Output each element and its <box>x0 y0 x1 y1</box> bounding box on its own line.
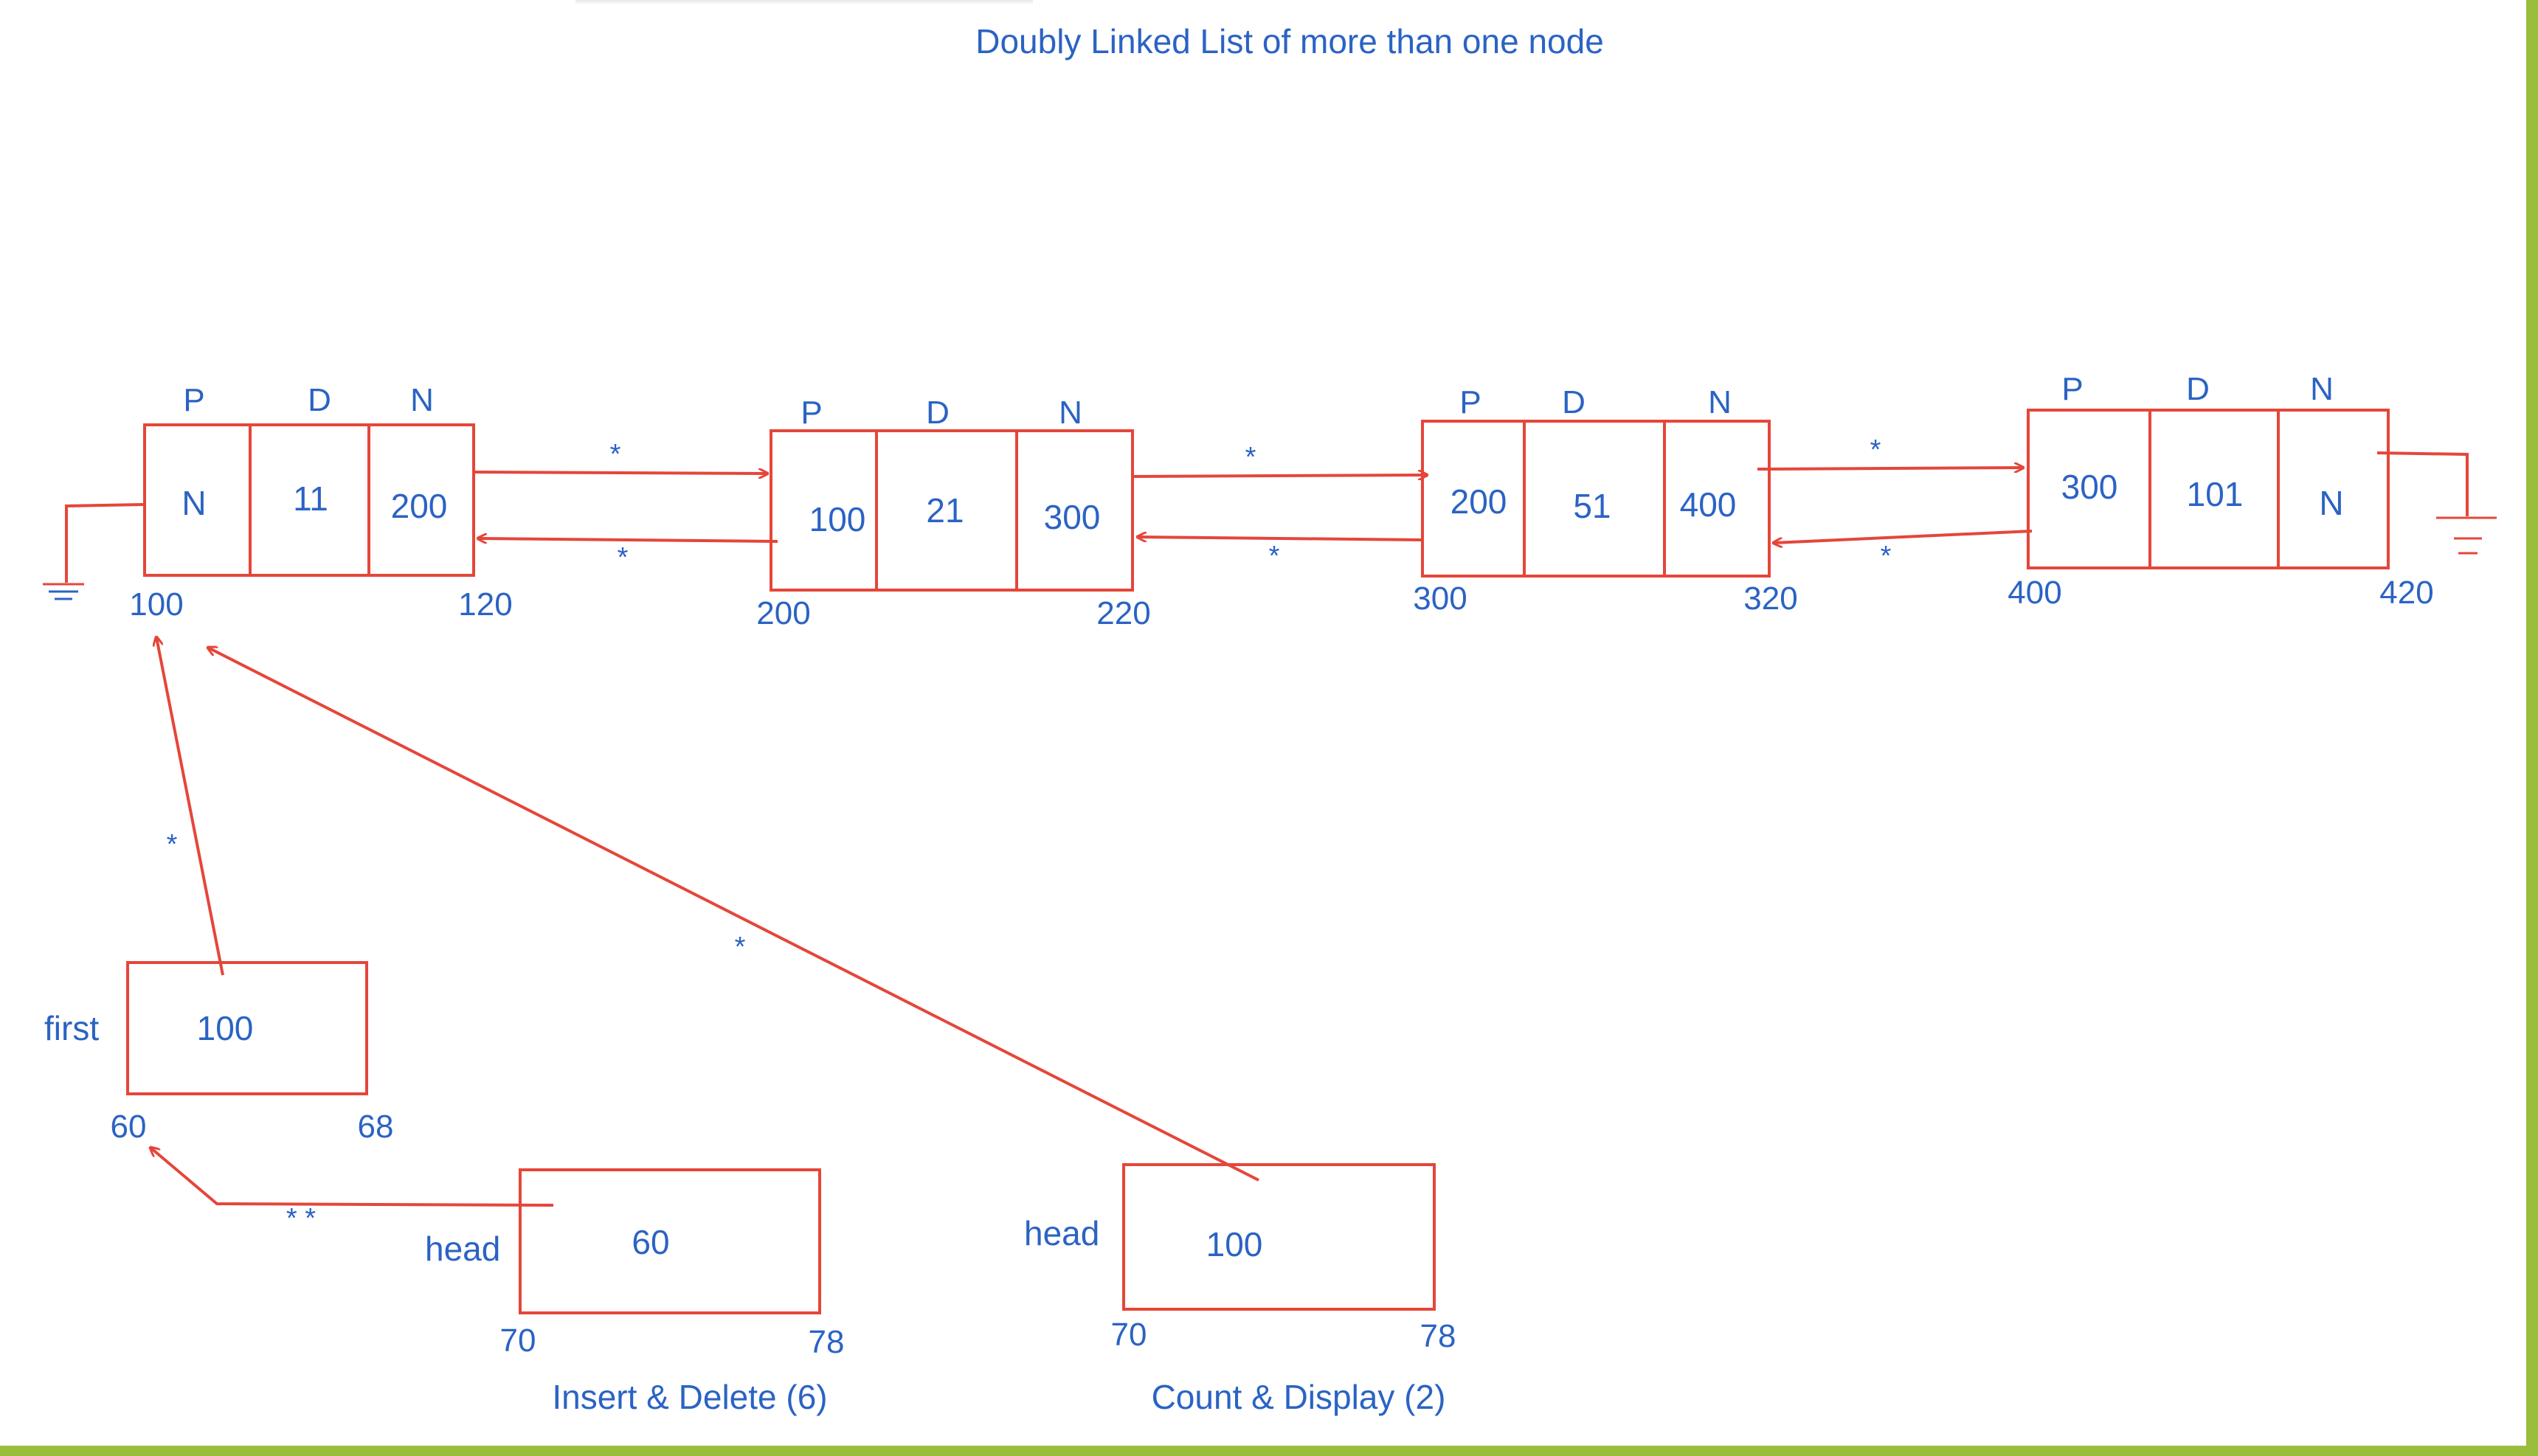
node-3-next: 400 <box>1680 485 1737 524</box>
node-2-header-data: D <box>926 395 950 431</box>
node-1-box <box>143 423 475 577</box>
node-1-data: 11 <box>293 479 328 518</box>
node-4-addr-end: 420 <box>2379 575 2433 611</box>
insert-head-label: head <box>425 1230 500 1268</box>
insert-head-to-first-mark: * * <box>286 1203 316 1234</box>
forward-link-1-2-mark: * <box>610 439 621 470</box>
node-2-addr-end: 220 <box>1096 595 1150 631</box>
count-head-to-node-1-arrow <box>208 648 1259 1182</box>
first-addr-end: 68 <box>358 1109 394 1145</box>
node-2-next: 300 <box>1044 498 1101 536</box>
node-2-prev: 100 <box>809 500 866 538</box>
count-head-label: head <box>1024 1214 1099 1252</box>
insert-head-caption: Insert & Delete (6) <box>552 1378 827 1416</box>
first-addr-start: 60 <box>111 1109 147 1145</box>
node-4-next: N <box>2319 484 2343 522</box>
node-4-header-data: D <box>2186 371 2210 407</box>
node-4-box <box>2027 409 2390 569</box>
insert-head-to-first-arrow <box>151 1148 554 1207</box>
node-2-header-next: N <box>1059 395 1082 431</box>
node-2-box <box>770 429 1134 592</box>
node-3-addr-end: 320 <box>1743 580 1797 617</box>
node-2-header-prev: P <box>801 395 822 431</box>
count-head-addr-end: 78 <box>1420 1318 1456 1354</box>
node-1-addr-start: 100 <box>129 586 183 623</box>
count-display-head: head 100 70 78 Count & Display (2) <box>1024 1163 1456 1416</box>
first-label: first <box>44 1009 99 1047</box>
count-head-addr-start: 70 <box>1111 1317 1147 1353</box>
ground-left-icon <box>43 503 145 600</box>
top-shadow <box>575 0 1033 4</box>
node-1-next: 200 <box>391 487 448 525</box>
node-4-header-next: N <box>2310 371 2334 407</box>
forward-link-2-3 <box>1131 475 1427 476</box>
backward-link-4-3-mark: * <box>1881 541 1892 572</box>
frame-border-right <box>2526 0 2538 1456</box>
node-4: P D N 300 101 N 400 420 <box>2008 371 2433 611</box>
forward-link-3-4-mark: * <box>1870 434 1881 465</box>
node-1-header-prev: P <box>183 382 204 418</box>
forward-link-2-3-mark: * <box>1245 442 1256 473</box>
insert-head-value: 60 <box>632 1223 669 1261</box>
node-3-header-next: N <box>1708 384 1732 420</box>
first-pointer: first 100 60 68 <box>44 961 394 1145</box>
count-head-value: 100 <box>1206 1225 1263 1263</box>
first-to-node-1-mark: * <box>167 829 178 860</box>
count-head-caption: Count & Display (2) <box>1152 1378 1446 1416</box>
first-value: 100 <box>197 1009 254 1047</box>
node-2: P D N 100 21 300 200 220 <box>756 395 1150 631</box>
insert-head-addr-start: 70 <box>500 1322 536 1359</box>
backward-link-2-1-mark: * <box>618 542 629 573</box>
node-3-header-data: D <box>1562 384 1586 420</box>
node-1: P D N N 11 200 100 120 <box>129 382 512 623</box>
count-head-box <box>1122 1163 1436 1311</box>
count-head-to-node-1-mark: * <box>735 932 746 963</box>
node-1-header-data: D <box>308 382 331 418</box>
node-4-prev: 300 <box>2061 468 2118 506</box>
backward-link-2-1 <box>478 538 778 541</box>
node-3-box <box>1421 420 1771 578</box>
node-4-data: 101 <box>2187 475 2244 513</box>
first-to-node-1-arrow <box>156 637 224 976</box>
forward-link-3-4 <box>1757 468 2023 469</box>
node-1-header-next: N <box>410 382 434 418</box>
node-3-data: 51 <box>1573 487 1611 525</box>
node-1-addr-end: 120 <box>458 586 512 623</box>
node-3-addr-start: 300 <box>1413 580 1467 617</box>
forward-link-1-2 <box>473 472 767 474</box>
node-4-addr-start: 400 <box>2008 575 2061 611</box>
node-1-prev: N <box>181 484 206 522</box>
backward-link-4-3 <box>1774 530 2033 543</box>
node-2-addr-start: 200 <box>756 595 810 631</box>
node-4-header-prev: P <box>2061 371 2083 407</box>
diagram-title: Doubly Linked List of more than one node <box>975 22 1604 60</box>
insert-head-addr-end: 78 <box>809 1324 845 1360</box>
insert-delete-head: head 60 70 78 Insert & Delete (6) <box>425 1168 845 1416</box>
node-3-header-prev: P <box>1459 384 1481 420</box>
insert-head-box <box>519 1168 821 1314</box>
backward-link-3-2 <box>1138 537 1425 540</box>
frame-border-bottom <box>0 1446 2538 1456</box>
first-box <box>126 961 368 1095</box>
node-3-prev: 200 <box>1450 482 1507 521</box>
backward-link-3-2-mark: * <box>1269 541 1280 572</box>
ground-right-icon <box>2376 451 2497 555</box>
node-2-data: 21 <box>926 491 964 530</box>
node-3: P D N 200 51 400 300 320 <box>1413 384 1797 617</box>
